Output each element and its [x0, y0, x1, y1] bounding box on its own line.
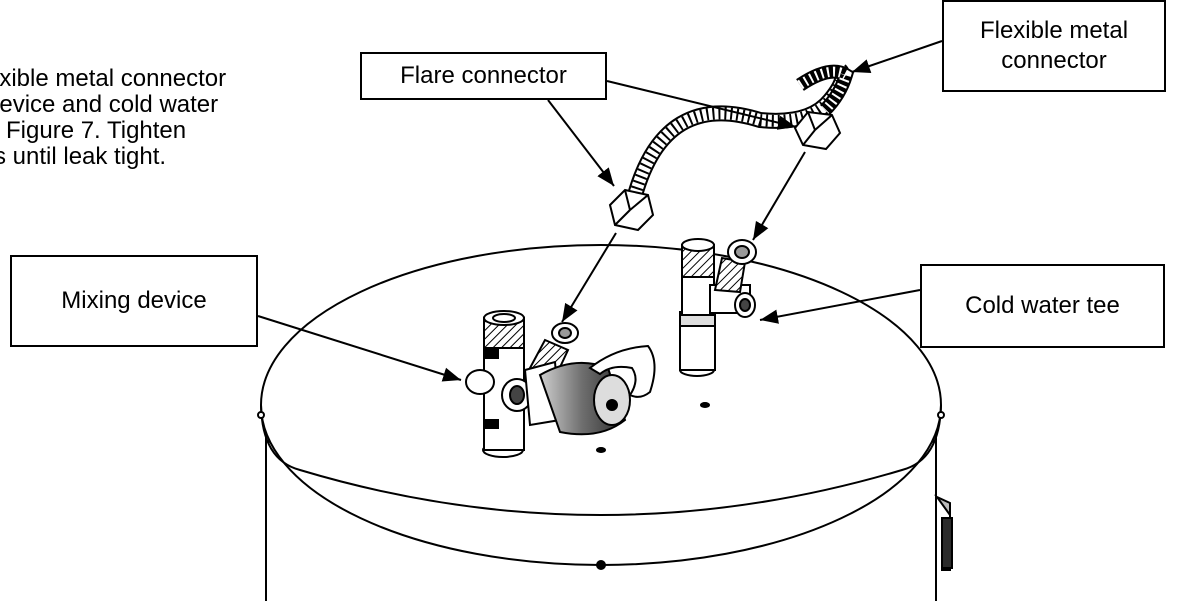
side-bracket	[933, 494, 953, 571]
callout-label: Flare connector	[400, 62, 567, 89]
instruction-line: device and cold water	[0, 91, 219, 118]
callout-label: Cold water tee	[965, 292, 1120, 319]
leader-lines	[257, 40, 943, 382]
callout-flare-connector: Flare connector	[360, 52, 607, 100]
callout-label: Mixing device	[61, 287, 207, 314]
callout-label: connector	[1001, 47, 1107, 74]
leader-arrow	[257, 315, 462, 382]
instruction-line: exible metal connector	[0, 65, 227, 92]
leader-arrow	[547, 99, 615, 187]
leader-arrow	[759, 289, 921, 324]
instruction-line: rs until leak tight.	[0, 143, 167, 170]
callout-cold-water-tee: Cold water tee	[920, 264, 1165, 348]
leader-arrow	[851, 40, 943, 73]
leader-arrow	[561, 232, 617, 323]
instruction-text: exible metal connector device and cold w…	[0, 66, 226, 170]
flexible-connector-icon	[608, 64, 855, 232]
callout-mixing-device: Mixing device	[10, 255, 258, 347]
mixing-device-icon	[465, 310, 656, 458]
tank-screw-icon	[596, 560, 606, 570]
instruction-line: n Figure 7. Tighten	[0, 117, 187, 144]
cold-water-tee-icon	[679, 238, 757, 377]
leader-arrow	[752, 151, 806, 241]
callout-flexible-metal-connector: Flexible metal connector	[942, 0, 1166, 92]
leader-arrow	[606, 80, 797, 130]
callout-label: Flexible metal	[979, 17, 1129, 44]
